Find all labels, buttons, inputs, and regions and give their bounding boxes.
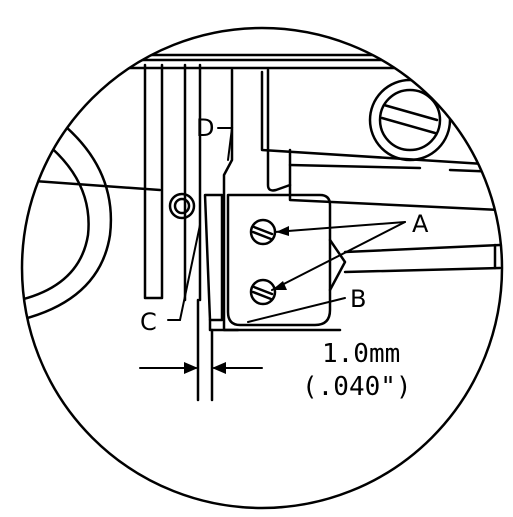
leader-a-arrowhead-lower xyxy=(272,281,287,290)
leader-c xyxy=(167,224,201,321)
switch-base-bottom xyxy=(208,318,342,332)
dimension-metric: 1.0mm xyxy=(322,339,400,369)
callout-a: A xyxy=(412,210,429,238)
switch-screw-upper-slot xyxy=(251,225,274,241)
pivot-pin-core xyxy=(173,197,191,215)
switch-base xyxy=(203,193,224,322)
pivot-pin xyxy=(168,192,196,220)
leader-lines xyxy=(139,127,406,369)
wire-cable xyxy=(343,243,502,274)
housing-step xyxy=(288,163,502,174)
switch-screw-lower-slot xyxy=(251,285,274,301)
switch-body xyxy=(226,193,332,327)
right-notch xyxy=(468,108,502,142)
arrow-heads xyxy=(184,226,289,374)
left-wheel-outer xyxy=(22,93,113,322)
actuator-arm xyxy=(222,68,240,332)
leader-a-arrowhead-upper xyxy=(276,226,289,236)
detail-circle-content xyxy=(22,53,502,402)
dimension-imperial: (.040") xyxy=(302,372,412,402)
callout-c: C xyxy=(140,308,157,336)
spring-rod xyxy=(183,63,202,302)
right-housing xyxy=(260,70,502,212)
left-wheel-inner xyxy=(22,123,90,302)
top-screw-slot xyxy=(380,103,439,135)
callout-d: D xyxy=(196,114,214,142)
switch-terminal xyxy=(328,238,347,292)
top-screw-inner xyxy=(378,88,442,152)
callout-b: B xyxy=(350,285,366,313)
dim-arrowhead-left xyxy=(184,362,198,374)
left-bracket xyxy=(143,63,164,300)
leader-d xyxy=(217,127,234,161)
leader-a-upper xyxy=(274,221,406,233)
top-frame-band xyxy=(22,53,502,70)
leader-b xyxy=(247,297,346,323)
switch-screw-lower xyxy=(249,278,277,306)
detail-circle-border xyxy=(20,26,504,510)
left-baseline xyxy=(22,178,162,192)
actuator-arm-edge xyxy=(266,68,292,192)
dim-arrowhead-right xyxy=(212,362,226,374)
leader-a-lower xyxy=(271,221,406,291)
